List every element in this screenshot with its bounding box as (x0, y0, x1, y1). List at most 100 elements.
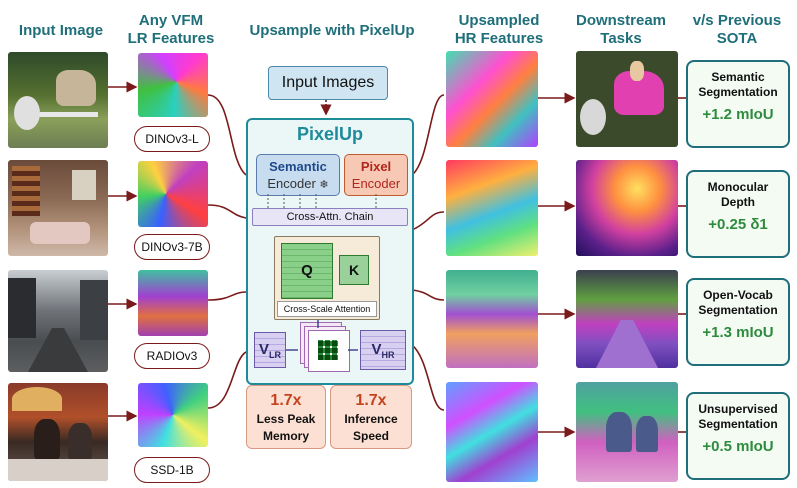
header-vfm-line2: LR Features (127, 30, 215, 47)
pixel-encoder-line1: Pixel (360, 159, 392, 174)
task-openvocab-line1: Open-Vocab (703, 288, 773, 302)
k-block: K (339, 255, 369, 285)
task-output-openvocab (576, 270, 678, 368)
v-lr-block: VLR (254, 332, 286, 368)
lr-feature-3 (138, 270, 208, 336)
stat-memory-line1: Less Peak (256, 412, 316, 426)
pixel-encoder-line2: Encoder (351, 176, 401, 191)
header-hr-line2: HR Features (454, 30, 544, 47)
task-unsupervised-line2: Segmentation (698, 417, 778, 431)
stat-memory-line2: Memory (262, 429, 309, 443)
backbone-pill-3: RADIOv3 (134, 343, 210, 369)
task-unsupervised-line1: Unsupervised (698, 402, 778, 416)
header-downstream-tasks: Downstream Tasks (566, 12, 676, 48)
sofa (30, 222, 90, 244)
header-tasks-line1: Downstream (575, 12, 667, 29)
task-box-semantic: Semantic Segmentation +1.2 mIoU (686, 60, 790, 148)
cross-attn-chain: Cross-Attn. Chain (252, 208, 408, 226)
header-upsample: Upsample with PixelUp (249, 22, 415, 39)
lr-feature-4 (138, 383, 208, 447)
v-flow-arrows (286, 320, 358, 351)
task-openvocab-line2: Segmentation (698, 303, 778, 317)
input-image-livingroom (8, 160, 108, 256)
task-output-depth (576, 160, 678, 256)
header-sota-line2: SOTA (716, 30, 758, 47)
grid-icon (318, 340, 338, 360)
input-image-family (8, 383, 108, 481)
hr-feature-3 (446, 270, 538, 368)
building-left (8, 278, 36, 338)
header-input-image: Input Image (18, 22, 104, 39)
semantic-encoder-line2: Encoder ❄ (257, 175, 339, 194)
lr-feature-1 (138, 53, 208, 117)
header-tasks-line2: Tasks (600, 30, 642, 47)
task-unsupervised-gain: +0.5 mIoU (702, 438, 774, 455)
person-left (34, 419, 60, 459)
jump-mask (580, 99, 606, 135)
backbone-pill-4: SSD-1B (134, 457, 210, 483)
task-semantic-line2: Segmentation (698, 85, 778, 99)
building-right (80, 280, 108, 340)
v-lr-sub: LR (269, 350, 281, 360)
task-semantic-line1: Semantic (711, 70, 765, 84)
header-hr-features: Upsampled HR Features (444, 12, 554, 48)
q-block: Q (281, 243, 333, 299)
header-vfm-features: Any VFM LR Features (116, 12, 226, 48)
task-depth-line2: Depth (721, 195, 755, 209)
pixelup-panel: PixelUp Semantic Encoder ❄ Pixel Encoder… (246, 118, 414, 385)
pixelup-title: PixelUp (296, 124, 364, 144)
task-output-semantic (576, 51, 678, 147)
task-output-unsupervised (576, 382, 678, 482)
task-box-depth: Monocular Depth +0.25 δ1 (686, 170, 790, 258)
input-image-street (8, 270, 108, 372)
semantic-encoder-line1: Semantic (269, 159, 327, 174)
input-images-box: Input Images (268, 66, 388, 100)
stat-speed-value: 1.7x (355, 392, 387, 409)
header-sota-line1: v/s Previous (692, 12, 782, 29)
jump-disc (14, 96, 40, 130)
table (8, 459, 108, 481)
v-lr-main: V (258, 341, 269, 358)
person-mask-right (636, 416, 658, 452)
header-vfm-line1: Any VFM (138, 12, 204, 29)
cross-scale-attention-label: Cross-Scale Attention (277, 301, 377, 317)
header-hr-line1: Upsampled (458, 12, 540, 29)
stat-speed: 1.7x Inference Speed (330, 385, 412, 449)
semantic-encoder: Semantic Encoder ❄ (256, 154, 340, 196)
hr-feature-1 (446, 51, 538, 147)
task-box-openvocab: Open-Vocab Segmentation +1.3 mIoU (686, 278, 790, 366)
task-semantic-gain: +1.2 mIoU (702, 106, 774, 123)
stat-memory-value: 1.7x (270, 392, 302, 409)
task-openvocab-gain: +1.3 mIoU (702, 324, 774, 341)
v-hr-main: V (371, 341, 382, 358)
lr-feature-2 (138, 161, 208, 227)
road-mask (596, 320, 658, 368)
stat-speed-line1: Inference (344, 412, 398, 426)
semantic-encoder-text: Encoder (267, 176, 316, 191)
hr-feature-4 (446, 382, 538, 482)
pixel-encoder: Pixel Encoder (344, 154, 408, 196)
backbone-pill-2: DINOv3-7B (134, 234, 210, 260)
hr-feature-2 (446, 160, 538, 256)
person-mask-left (606, 412, 632, 452)
jump-rail (18, 112, 98, 117)
horse-shape (56, 70, 96, 106)
rider-mask (630, 61, 644, 81)
window (72, 170, 96, 200)
input-image-horse (8, 52, 108, 148)
task-depth-line1: Monocular (707, 180, 769, 194)
v-hr-block: VHR (360, 330, 406, 370)
cross-scale-attention-block: Q K Cross-Scale Attention (274, 236, 380, 320)
person-right (68, 423, 92, 459)
v-hr-sub: HR (381, 350, 395, 360)
stat-memory: 1.7x Less Peak Memory (246, 385, 326, 449)
snowflake-icon: ❄ (319, 179, 329, 191)
bookshelf (12, 166, 40, 216)
backbone-pill-1: DINOv3-L (134, 126, 210, 152)
task-depth-gain: +0.25 δ1 (708, 216, 768, 233)
fan-decoration (12, 387, 62, 411)
stat-speed-line2: Speed (352, 429, 389, 443)
road (28, 328, 88, 372)
task-box-unsupervised: Unsupervised Segmentation +0.5 mIoU (686, 392, 790, 480)
